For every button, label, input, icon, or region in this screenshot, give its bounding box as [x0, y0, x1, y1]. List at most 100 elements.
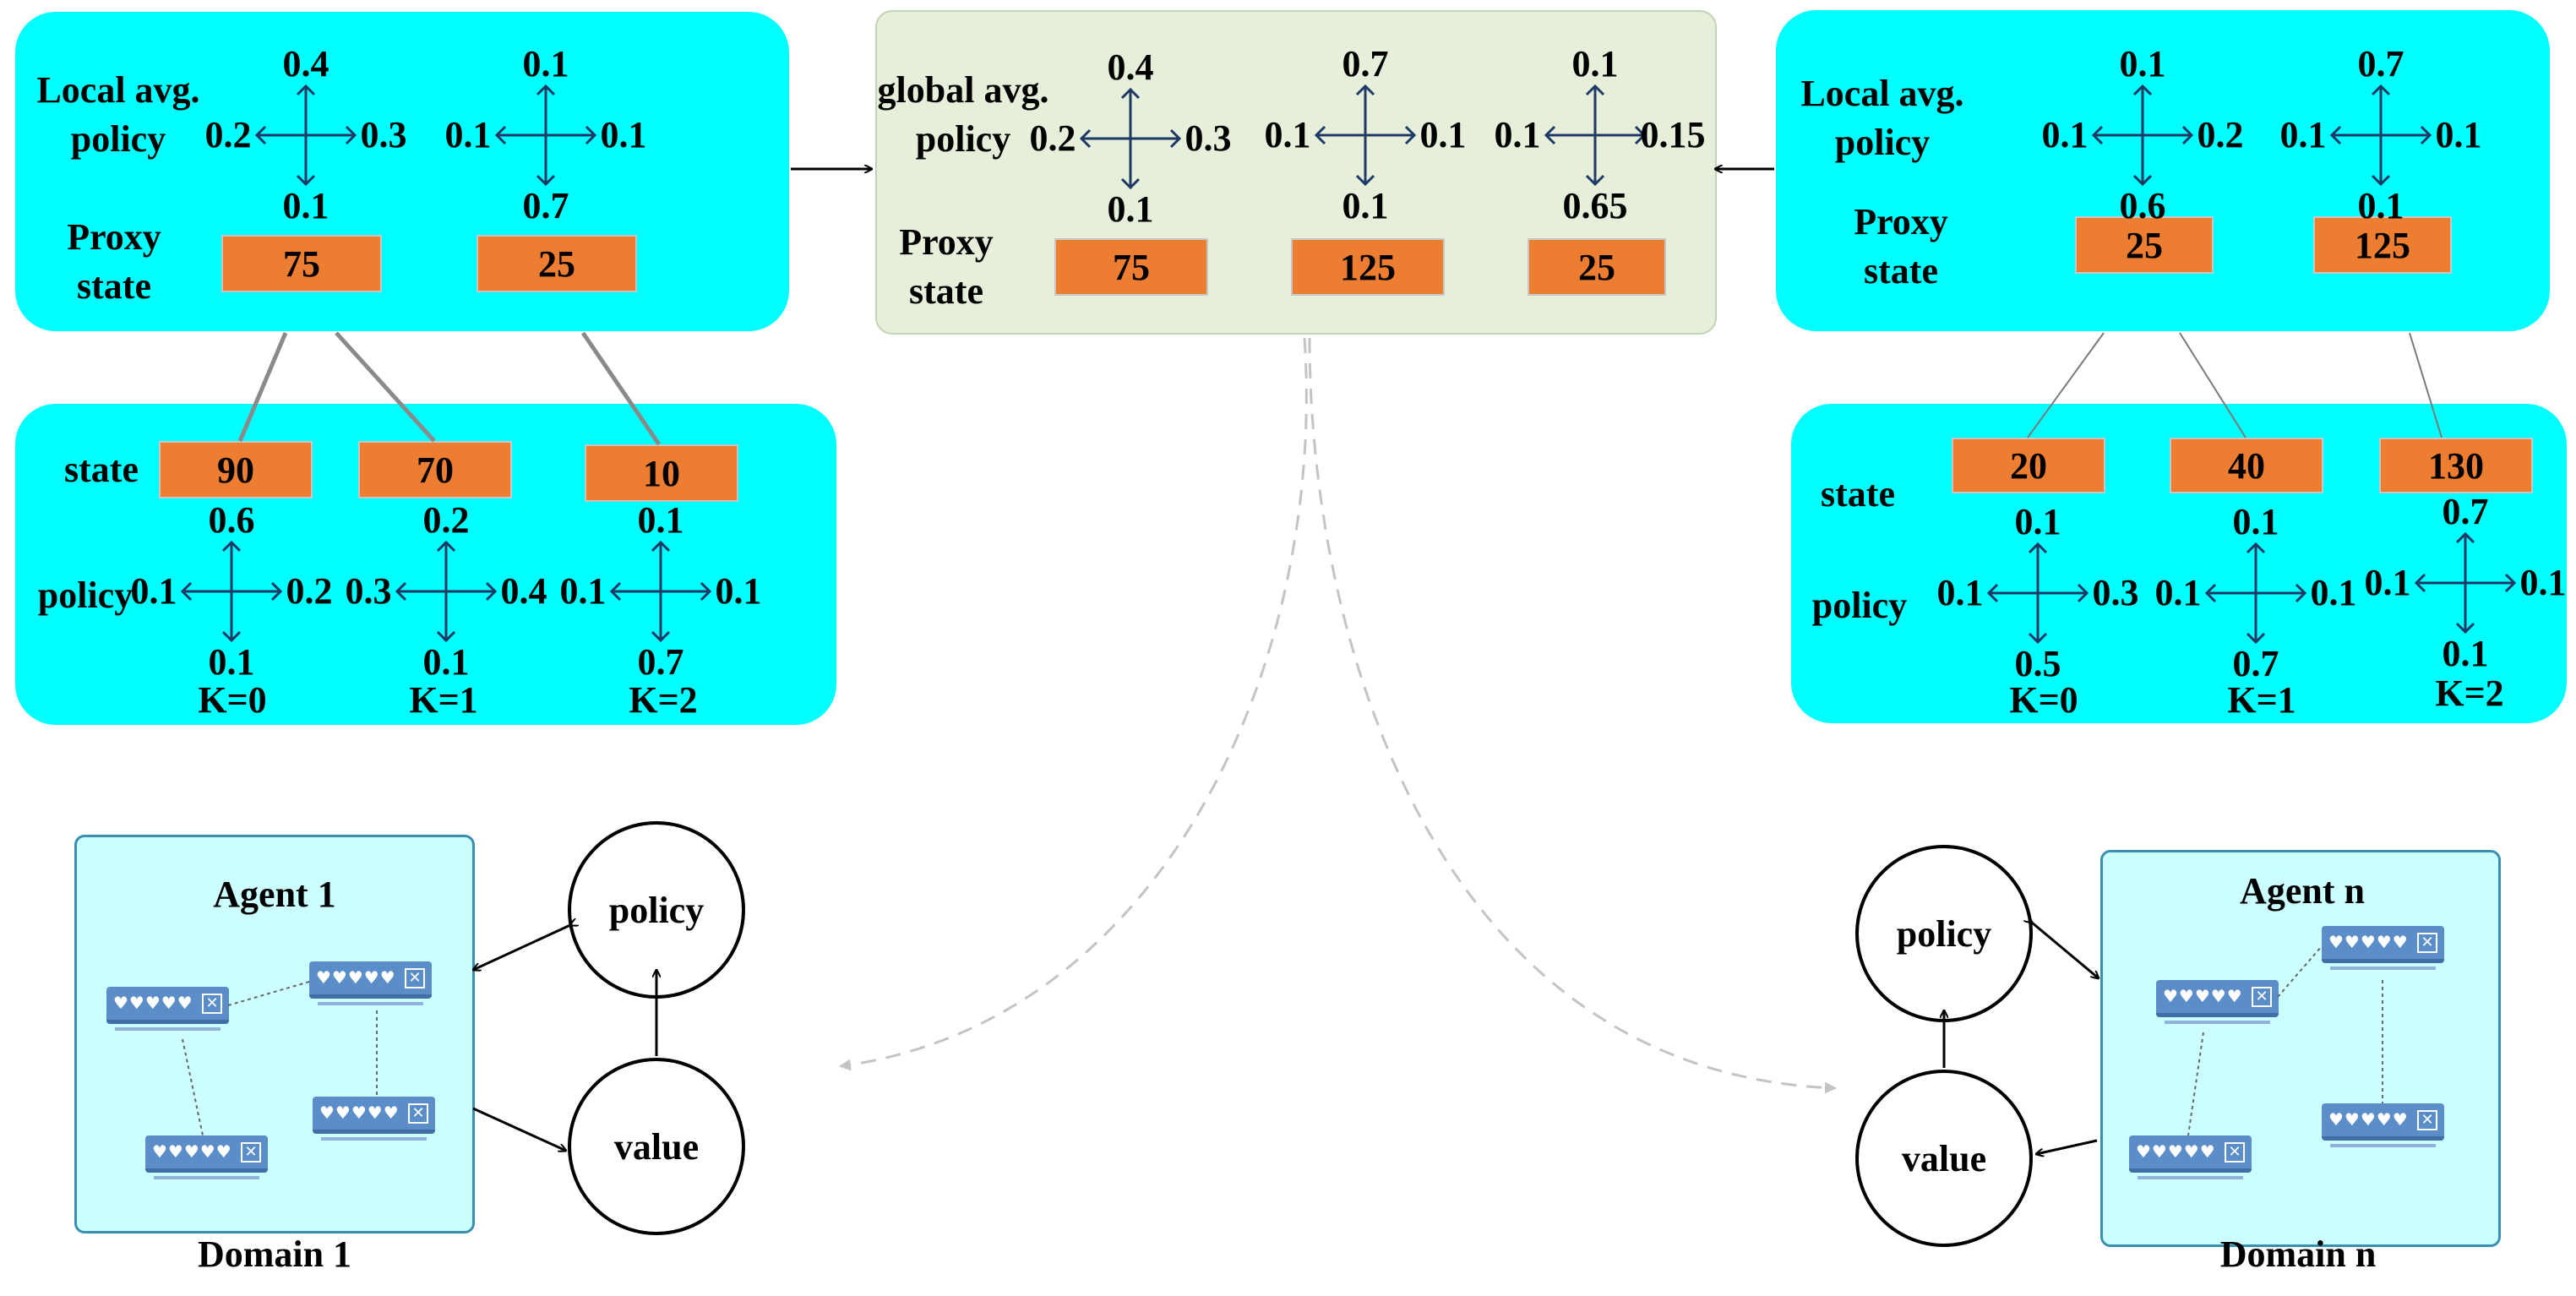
agent1-switch-3-ports: ♥♥♥♥♥	[319, 1103, 400, 1123]
agent1-domain-label: Domain 1	[197, 1233, 352, 1275]
compass-value-up: 0.6	[208, 499, 255, 541]
policy-compass	[494, 84, 597, 187]
agent1-policy-to-domain-arrow	[473, 925, 570, 970]
compass-value-up: 0.2	[422, 499, 470, 541]
compass-arrowhead-right	[585, 125, 597, 145]
right-proxy-state-label: Proxy state	[1854, 201, 1948, 291]
compass-arrowhead-left	[254, 125, 267, 145]
policy-compass	[2414, 531, 2517, 634]
left-proxy-state-box-2: 25	[477, 235, 637, 292]
compass-arrowhead-left	[609, 581, 622, 602]
compass-arrowhead-up	[651, 540, 671, 553]
compass-value-up: 0.7	[1342, 43, 1389, 84]
compass-value-up: 0.4	[282, 43, 329, 84]
policy-compass	[395, 540, 498, 643]
compass-arrowhead-down	[296, 174, 316, 187]
compass-arrowhead-up	[536, 84, 556, 96]
compass-value-up: 0.1	[522, 43, 569, 84]
global-proxy-state-box-1: 75	[1054, 238, 1208, 296]
compass-arrowhead-left	[494, 125, 507, 145]
agent1-switch-1-ports: ♥♥♥♥♥	[113, 993, 193, 1013]
agentn-switch-3-ports: ♥♥♥♥♥	[2328, 1109, 2409, 1130]
agentn-switch-2: ♥♥♥♥♥✕	[2156, 980, 2279, 1024]
agentn-switch-1-icon: ✕	[2417, 933, 2437, 953]
compass-value-down: 0.1	[208, 641, 255, 683]
compass-arrowhead-right	[2295, 583, 2307, 603]
agent1-switch-1: ♥♥♥♥♥✕	[106, 987, 229, 1031]
compass-arrowhead-left	[1314, 125, 1326, 145]
compass-value-left: 0.1	[130, 570, 177, 612]
compass-value-right: 0.2	[286, 570, 333, 612]
compass-value-up: 0.4	[1107, 46, 1154, 88]
left-k-label-2: K=2	[629, 679, 698, 721]
compass-value-left: 0.1	[559, 570, 607, 612]
compass-value-down: 0.65	[1562, 185, 1628, 226]
agentn-value-text: value	[1901, 1137, 1987, 1179]
agent1-value-circle: value	[568, 1058, 745, 1235]
compass-value-right: 0.1	[600, 114, 647, 155]
global-to-agent1-dashed-arrow	[839, 337, 1308, 1071]
compass-value-right: 0.4	[500, 570, 547, 612]
compass-value-left: 0.3	[345, 570, 392, 612]
compass-arrowhead-down	[221, 630, 242, 643]
agent1-switch-2: ♥♥♥♥♥ ✕	[309, 961, 432, 1005]
compass-value-left: 0.1	[1936, 572, 1984, 613]
compass-arrowhead-left	[2329, 125, 2342, 145]
agentn-switch-2-icon: ✕	[2252, 987, 2272, 1007]
compass-value-left: 0.2	[1029, 117, 1076, 159]
compass-value-down: 0.5	[2014, 643, 2061, 684]
compass-arrowhead-right	[345, 125, 357, 145]
agentn-switch-3: ♥♥♥♥♥ ✕	[2322, 1103, 2444, 1147]
compass-arrowhead-right	[2420, 125, 2432, 145]
compass-value-up: 0.1	[2014, 501, 2061, 542]
agentn-domain-label: Domain n	[2219, 1233, 2377, 1275]
left-state-box-3: 10	[585, 444, 738, 502]
compass-value-up: 0.7	[2357, 43, 2404, 84]
right-local-avg-title: Local avg. policy	[1800, 73, 1964, 163]
compass-value-right: 0.1	[2310, 572, 2357, 613]
right-state-label: state	[1821, 473, 1895, 515]
right-proxy-state-box-2: 125	[2313, 216, 2452, 274]
agent1-switch-2-icon: ✕	[405, 968, 425, 988]
agentn-domain-box	[2100, 850, 2501, 1247]
compass-value-left: 0.1	[1264, 114, 1311, 155]
compass-arrowhead-down	[2246, 632, 2266, 645]
compass-arrowhead-right	[700, 581, 712, 602]
compass-value-up: 0.1	[2232, 501, 2279, 542]
right-state-box-1: 20	[1952, 438, 2105, 493]
policy-compass	[180, 540, 283, 643]
compass-arrowhead-up	[1585, 84, 1605, 96]
compass-value-left: 0.1	[444, 114, 492, 155]
compass-value-down: 0.1	[2442, 633, 2489, 674]
left-policy-label: policy	[37, 574, 133, 616]
agent1-switch-2-ports: ♥♥♥♥♥	[316, 967, 396, 988]
policy-compass	[609, 540, 712, 643]
agent1-link-1	[227, 981, 310, 1006]
agentn-switch-3-icon: ✕	[2417, 1110, 2437, 1130]
compass-value-down: 0.6	[2119, 185, 2166, 226]
global-to-agentn-dashed-arrow	[1308, 337, 1837, 1094]
compass-arrowhead-up	[296, 84, 316, 96]
agent1-value-text: value	[613, 1125, 700, 1168]
compass-arrowhead-down	[436, 630, 456, 643]
compass-arrowhead-left	[2414, 573, 2426, 593]
left-state-label: state	[64, 449, 139, 490]
compass-arrowhead-right	[485, 581, 498, 602]
compass-value-down: 0.7	[522, 185, 569, 226]
compass-arrowhead-down	[2455, 622, 2475, 634]
left-tree-line-1	[237, 332, 288, 442]
agent1-link-2	[182, 1038, 204, 1136]
compass-arrowhead-up	[2371, 84, 2391, 96]
compass-arrowhead-up	[1120, 87, 1141, 100]
compass-arrowhead-up	[1355, 84, 1375, 96]
compass-value-left: 0.2	[204, 114, 252, 155]
compass-arrowhead-left	[1986, 583, 1999, 603]
global-proxy-state-box-2: 125	[1291, 238, 1445, 296]
agent1-switch-4-icon: ✕	[241, 1142, 261, 1163]
compass-value-right: 0.1	[2519, 562, 2567, 603]
agentn-policy-circle: policy	[1855, 845, 2033, 1022]
compass-value-right: 0.3	[360, 114, 407, 155]
compass-arrowhead-right	[1634, 125, 1647, 145]
compass-arrowhead-down	[2371, 174, 2391, 187]
agentn-link-1	[2277, 945, 2323, 998]
